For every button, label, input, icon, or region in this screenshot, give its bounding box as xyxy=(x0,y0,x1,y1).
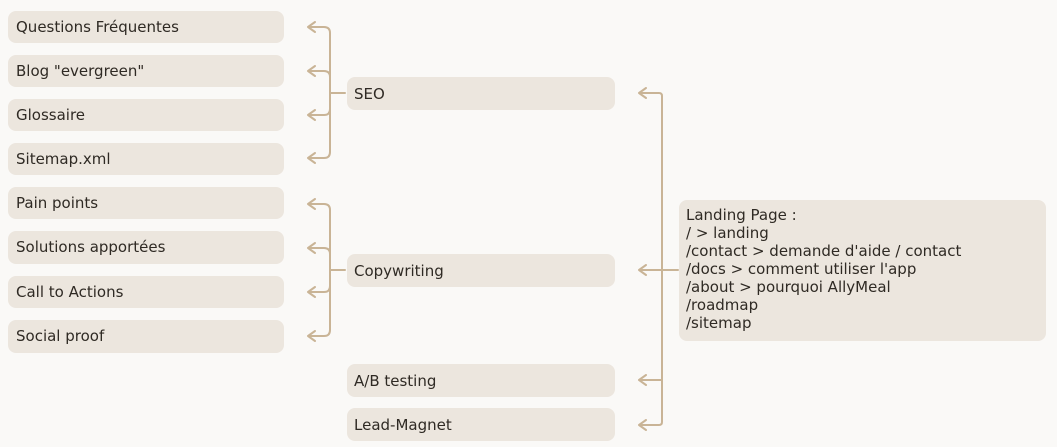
arrowhead-blog xyxy=(307,65,316,77)
arrowhead-pain-points xyxy=(307,198,316,210)
arrowhead-lead-magnet xyxy=(638,419,647,431)
node-lead-magnet[interactable]: Lead-Magnet xyxy=(347,408,615,441)
arrowhead-solutions xyxy=(307,242,316,254)
connector-copywriting-brace xyxy=(308,203,346,337)
connector-seo-brace xyxy=(308,26,346,159)
node-sitemap-xml[interactable]: Sitemap.xml xyxy=(8,143,284,175)
arrowhead-sitemap xyxy=(307,152,316,164)
connector-root-spine xyxy=(639,92,663,426)
node-landing-page-root[interactable]: Landing Page : / > landing /contact > de… xyxy=(679,200,1046,341)
node-blog-evergreen[interactable]: Blog "evergreen" xyxy=(8,55,284,87)
node-call-to-actions[interactable]: Call to Actions xyxy=(8,276,284,308)
node-social-proof[interactable]: Social proof xyxy=(8,320,284,353)
arrowhead-copywriting xyxy=(638,264,647,276)
arrowhead-cta xyxy=(307,286,316,298)
node-questions-frequentes[interactable]: Questions Fréquentes xyxy=(8,11,284,43)
arrowhead-ab-testing xyxy=(638,374,647,386)
node-seo[interactable]: SEO xyxy=(347,77,615,110)
node-pain-points[interactable]: Pain points xyxy=(8,187,284,219)
arrowhead-faq xyxy=(307,21,316,33)
node-glossaire[interactable]: Glossaire xyxy=(8,99,284,131)
arrowhead-seo xyxy=(638,87,647,99)
arrowhead-glossaire xyxy=(307,109,316,121)
node-copywriting[interactable]: Copywriting xyxy=(347,254,615,287)
node-ab-testing[interactable]: A/B testing xyxy=(347,364,615,397)
node-solutions-apportees[interactable]: Solutions apportées xyxy=(8,231,284,264)
arrowhead-social-proof xyxy=(307,330,316,342)
